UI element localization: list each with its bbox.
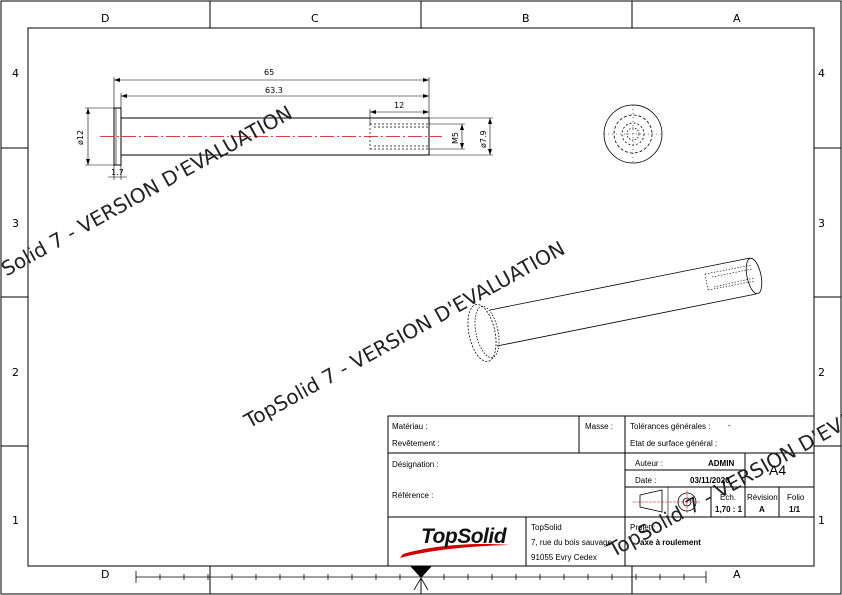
date-value: 03/11/2020 [690,476,730,485]
dim-head-thickness: 1.7 [111,168,124,177]
material-label: Matériau : [392,422,428,431]
zone-right-2: 2 [818,366,825,379]
surface-label: Etat de surface général : [630,439,718,448]
pin-shaft [120,117,430,156]
revision-value: A [759,505,765,514]
iso-view [467,257,763,362]
zone-left-4: 4 [12,67,19,80]
centering-mark [410,566,432,578]
zone-left-2: 2 [12,366,19,379]
author-label: Auteur : [635,459,664,468]
project-label: Projet : [630,523,656,532]
logo-swoosh-icon [400,544,510,558]
tolerances-label: Tolérances générales : [630,422,711,431]
mass-label: Masse : [585,422,614,431]
inner-frame [27,27,815,567]
zone-top-c: C [311,12,319,25]
date-label: Date : [635,476,657,485]
project-value: axe à roulement [640,538,701,547]
tolerances-value: - [728,421,731,430]
zone-bottom-a: A [733,568,741,581]
revision-label: Révision [747,493,778,502]
format-value: A4 [769,462,787,478]
reference-label: Référence : [392,491,434,500]
side-view [85,77,493,180]
zone-left-3: 3 [12,217,19,230]
scale-value: 1,70 : 1 [715,505,743,514]
scale-label: Ech. [720,493,737,502]
coating-label: Revêtement : [392,439,440,448]
designation-label: Désignation : [392,460,439,469]
zone-top-a: A [733,12,741,25]
author-value: ADMIN [708,459,735,468]
address-line1: 7, rue du bois sauvage [531,538,612,547]
dim-body-length: 63.3 [265,86,283,95]
dim-shaft-diameter: ø7.9 [479,130,488,148]
folio-value: 1/1 [789,505,801,514]
topsolid-logo: TopSolid [421,525,507,548]
address-line2: 91055 Evry Cedex [531,553,597,562]
dim-bore-depth: 12 [394,101,405,110]
folio-label: Folio [787,493,805,502]
end-view [603,104,663,164]
projection-cone-icon [639,489,663,513]
zone-bottom-d: D [101,568,110,581]
zone-top-d: D [101,12,110,25]
title-block [387,415,815,567]
company-name: TopSolid [531,523,562,532]
zone-right-1: 1 [818,514,825,527]
dim-overall-length: 65 [264,68,275,77]
zone-left-1: 1 [12,514,19,527]
dim-head-diameter: ø12 [76,129,85,145]
zone-top-b: B [522,12,530,25]
zone-right-4: 4 [818,67,825,80]
zone-right-3: 3 [818,217,825,230]
dim-thread: M5 [451,132,460,144]
